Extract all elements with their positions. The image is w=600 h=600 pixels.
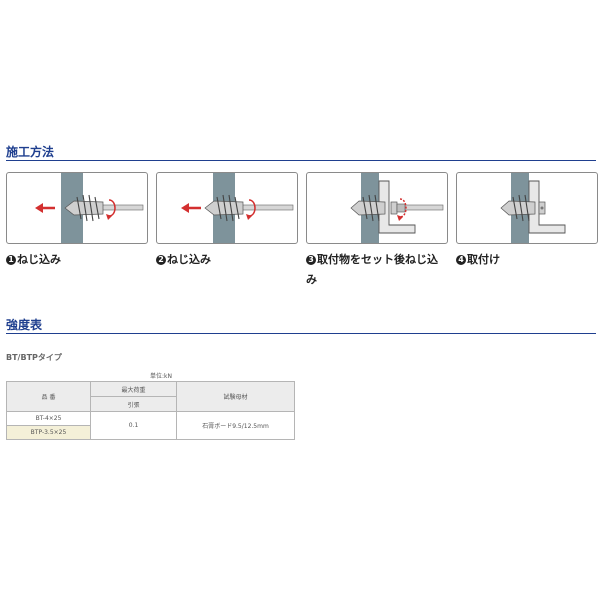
anchor-icon [64, 194, 104, 222]
header-material: 試験母材 [176, 381, 295, 412]
strength-table: 品 番 最大荷重 試験母材 引張 BT-4×25 0.1 石膏ボード9.5/12… [6, 381, 295, 440]
table-subtitle: BT/BTPタイプ [6, 353, 62, 362]
header-max-load: 最大荷重 [90, 381, 177, 397]
screwdriver-shaft [404, 204, 444, 211]
mounting-bracket [378, 180, 416, 234]
cell-product: BT-4×25 [6, 411, 91, 426]
header-pull: 引張 [90, 396, 177, 412]
strength-section-divider [6, 333, 596, 334]
step-number: 1 [6, 255, 16, 265]
screw-head-icon [390, 201, 406, 215]
step-4-illustration [456, 172, 598, 244]
direction-arrow-icon [35, 203, 55, 213]
step-number: 3 [306, 255, 316, 265]
step-3-illustration [306, 172, 448, 244]
step-1-illustration [6, 172, 148, 244]
cell-product: BTP-3.5×25 [6, 425, 91, 440]
step-number: 4 [456, 255, 466, 265]
cell-pull: 0.1 [90, 411, 177, 440]
screw-head-icon [538, 201, 546, 215]
header-product: 品 番 [6, 381, 91, 412]
step-number: 2 [156, 255, 166, 265]
cell-material: 石膏ボード9.5/12.5mm [176, 411, 295, 440]
direction-arrow-icon [181, 203, 201, 213]
table-row: BT-4×25 0.1 石膏ボード9.5/12.5mm [6, 411, 295, 440]
step-2-illustration [156, 172, 298, 244]
anchor-icon [350, 194, 386, 222]
method-section-title: 施工方法 [6, 145, 55, 159]
rotation-arrow-icon [106, 199, 116, 220]
table-row: BTP-3.5×25 [6, 425, 295, 440]
method-section-divider [6, 160, 596, 161]
mounting-bracket [528, 180, 566, 234]
strength-section-title: 強度表 [6, 318, 43, 332]
rotation-arrow-icon [397, 198, 407, 221]
anchor-icon [500, 194, 536, 222]
rotation-arrow-icon [246, 199, 256, 220]
table-unit: 単位:kN [150, 373, 172, 380]
anchor-icon [204, 194, 244, 222]
